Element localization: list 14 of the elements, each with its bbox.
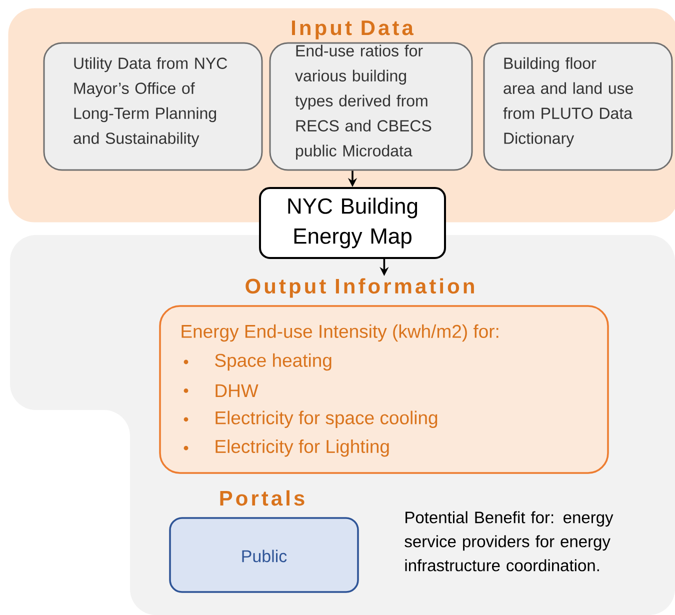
- section-heading: Output Information: [246, 278, 474, 298]
- body-text: Energy End-use Intensity (kwh/m2) for:: [182, 324, 498, 342]
- section-heading: Portals: [220, 490, 304, 506]
- data-box: End-use ratios for various building types derived from RECS and CBECS public Microdata: [269, 42, 473, 171]
- section-heading: Input Data: [292, 20, 414, 40]
- portal-box: Public: [169, 517, 359, 593]
- data-box: Utility Data from NYC Mayor’s Office of Long-Term Planning and Sustainability: [43, 42, 263, 171]
- process-box: NYC Building Energy Map: [259, 187, 446, 259]
- data-box: Building floor area and land use from PLUTO Data Dictionary: [483, 42, 673, 171]
- note-text: Potential Benefit for: energy service providers for energy infrastructure coordination.: [404, 511, 614, 572]
- list-item: DHW: [184, 384, 258, 398]
- list-item: Electricity for Lighting: [184, 439, 389, 457]
- list-item: Space heating: [184, 353, 332, 371]
- list-item: Electricity for space cooling: [184, 410, 438, 428]
